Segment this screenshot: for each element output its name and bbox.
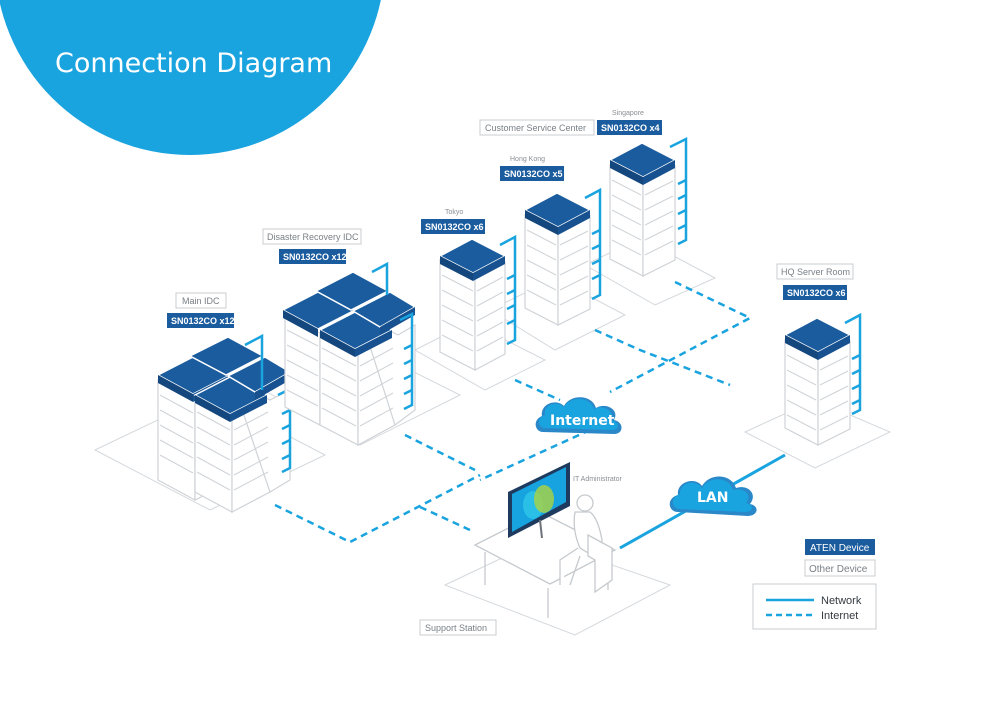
internet-cloud-label: Internet bbox=[550, 413, 615, 429]
internet-cloud: Internet bbox=[535, 397, 622, 434]
hq-server-room-label: HQ Server Room bbox=[781, 267, 850, 277]
it-admin-label: IT Administrator bbox=[573, 476, 623, 483]
lan-cloud-label: LAN bbox=[697, 490, 728, 506]
legend-internet: Internet bbox=[821, 610, 858, 622]
it-administrator-figure bbox=[559, 494, 613, 594]
lan-cloud: LAN bbox=[669, 476, 757, 516]
support-station-label: Support Station bbox=[425, 623, 487, 633]
hong-kong-label-group: Hong Kong SN0132CO x5 bbox=[500, 156, 564, 181]
main-idc-label: Main IDC bbox=[182, 296, 220, 306]
hong-kong-device-label: SN0132CO x5 bbox=[504, 169, 563, 179]
legend-aten-device: ATEN Device bbox=[810, 543, 870, 554]
disaster-recovery-label: Disaster Recovery IDC bbox=[267, 232, 359, 242]
singapore-label-group: Singapore SN0132CO x4 bbox=[597, 110, 662, 135]
customer-service-label: Customer Service Center bbox=[485, 123, 586, 133]
disaster-recovery-racks bbox=[281, 261, 417, 447]
support-station bbox=[473, 462, 617, 618]
singapore-label: Singapore bbox=[612, 110, 644, 117]
main-idc-racks bbox=[156, 333, 292, 514]
disaster-recovery-device-label: SN0132CO x12 bbox=[283, 252, 347, 262]
hq-device-label: SN0132CO x6 bbox=[787, 288, 846, 298]
legend-other-device: Other Device bbox=[809, 564, 868, 575]
tokyo-device-label: SN0132CO x6 bbox=[425, 222, 484, 232]
tokyo-rack bbox=[438, 234, 517, 371]
legend-network: Network bbox=[821, 595, 862, 607]
it-admin-label-group: IT Administrator bbox=[573, 476, 623, 483]
title-circle bbox=[0, 0, 381, 155]
main-idc-label-group: Main IDC SN0132CO x12 bbox=[167, 292, 235, 328]
hq-server-rack bbox=[783, 312, 862, 446]
tokyo-label-group: Tokyo SN0132CO x6 bbox=[421, 209, 485, 234]
main-idc-device-label: SN0132CO x12 bbox=[171, 316, 235, 326]
internet-lines bbox=[274, 280, 753, 544]
hq-label-group: HQ Server Room SN0132CO x6 bbox=[776, 263, 854, 300]
support-station-label-group: Support Station bbox=[419, 619, 497, 636]
disaster-recovery-label-group: Disaster Recovery IDC SN0132CO x12 bbox=[262, 228, 362, 264]
disaster-recovery-aten-devices bbox=[281, 271, 417, 357]
hong-kong-rack bbox=[523, 187, 602, 326]
singapore-device-label: SN0132CO x4 bbox=[601, 123, 660, 133]
customer-service-label-group: Customer Service Center bbox=[479, 119, 595, 136]
page-title: Connection Diagram bbox=[55, 48, 332, 79]
hong-kong-label: Hong Kong bbox=[510, 156, 545, 163]
tokyo-label: Tokyo bbox=[445, 209, 463, 216]
monitor bbox=[508, 462, 570, 539]
singapore-rack bbox=[608, 136, 688, 277]
legend: ATEN Device Other Device Network Interne… bbox=[752, 539, 877, 630]
main-idc-aten-devices bbox=[156, 336, 292, 422]
